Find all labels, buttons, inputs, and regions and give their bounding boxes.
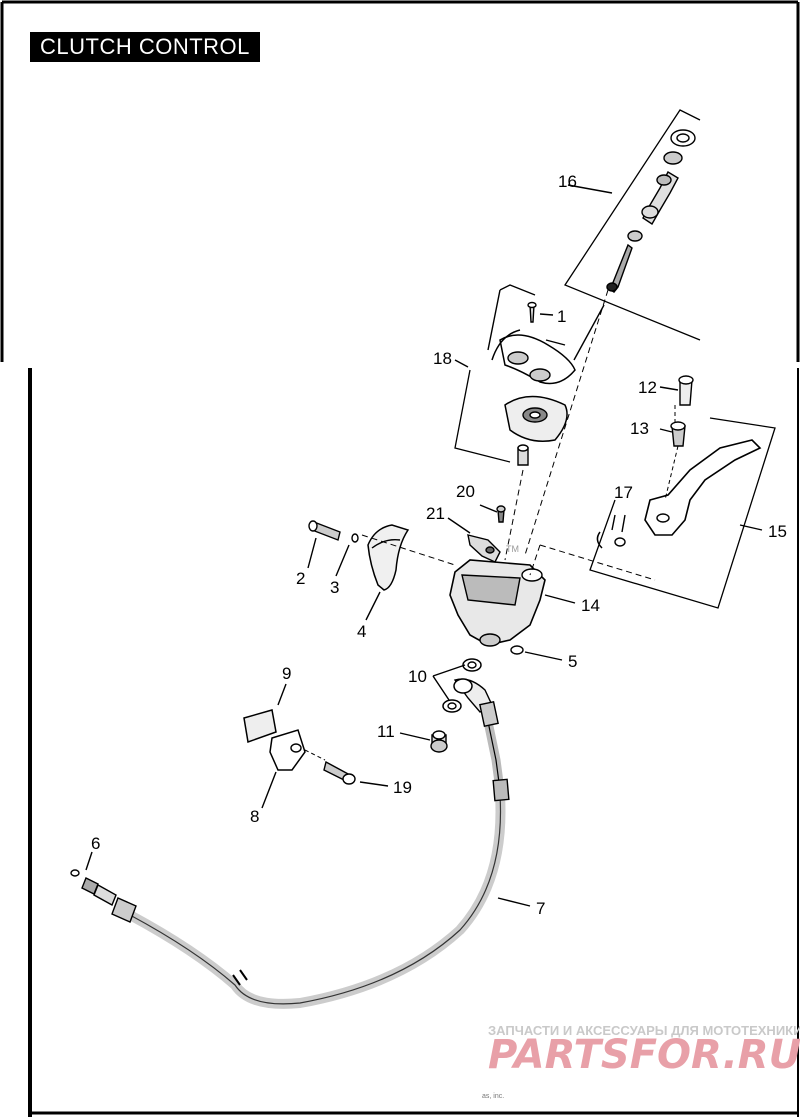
trademark-mark: TM (506, 544, 519, 554)
page-title: CLUTCH CONTROL (30, 32, 260, 62)
watermark-caption: ЗАПЧАСТИ И АКСЕССУАРЫ ДЛЯ МОТОТЕХНИКИ (488, 1023, 800, 1038)
part-labels: 1 2 3 4 5 6 7 8 9 10 11 12 13 14 15 16 1… (91, 172, 800, 1100)
label-part-14: 14 (581, 596, 600, 615)
footer-small-text: as, inc. (482, 1093, 504, 1100)
label-part-2: 2 (296, 569, 305, 588)
label-part-8: 8 (250, 807, 259, 826)
label-part-6: 6 (91, 834, 100, 853)
label-part-19: 19 (393, 778, 412, 797)
piston-kit-group (524, 109, 701, 556)
label-part-16: 16 (558, 172, 577, 191)
label-part-9: 9 (282, 664, 291, 683)
label-part-17: 17 (614, 483, 633, 502)
label-part-10: 10 (408, 667, 427, 686)
clutch-hose (70, 184, 613, 1009)
label-part-1: 1 (557, 307, 566, 326)
label-part-7: 7 (536, 899, 545, 918)
master-cylinder-body (449, 559, 576, 647)
label-part-13: 13 (630, 419, 649, 438)
label-part-12: 12 (638, 378, 657, 397)
switch-and-screw (447, 504, 506, 563)
label-part-5: 5 (568, 652, 577, 671)
watermark-brand: PARTSFOR.RU (488, 1032, 800, 1078)
label-part-11: 11 (377, 722, 395, 741)
label-part-15: 15 (768, 522, 787, 541)
label-part-18: 18 (433, 349, 452, 368)
label-part-3: 3 (330, 578, 339, 597)
label-part-21: 21 (426, 504, 445, 523)
label-part-20: 20 (456, 482, 475, 501)
left-hardware (307, 520, 456, 621)
lever-group (529, 375, 776, 609)
label-part-4: 4 (357, 622, 366, 641)
clip-part (510, 645, 563, 661)
reservoir-cover-group (454, 284, 605, 561)
cable-clamp (243, 683, 389, 809)
